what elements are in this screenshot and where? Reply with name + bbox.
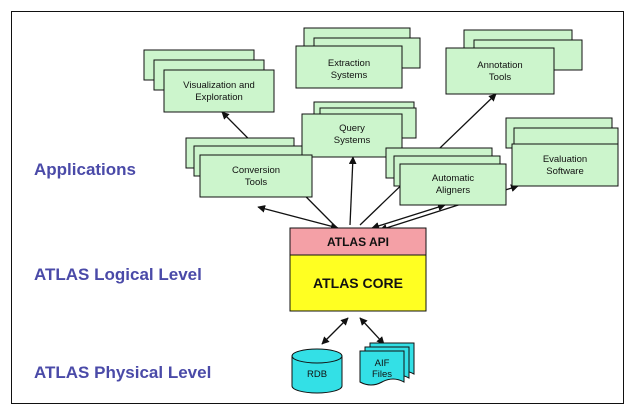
aif-files-front	[359, 350, 405, 386]
app-aligners-line2: Aligners	[436, 185, 471, 196]
app-conversion-line1: Conversion	[232, 165, 280, 176]
rdb-label: RDB	[307, 369, 327, 380]
app-extraction-line2: Systems	[331, 70, 368, 81]
app-conversion-stack	[185, 137, 313, 198]
label-logical-level: ATLAS Logical Level	[34, 265, 202, 284]
app-aligners-stack	[385, 147, 507, 206]
aif-label-line1: AIF	[375, 358, 390, 369]
app-query-stack	[301, 101, 417, 158]
app-conversion-box	[199, 154, 313, 198]
app-annotation-stack	[445, 29, 583, 95]
app-evaluation-box	[511, 143, 619, 187]
app-query-line1: Query	[339, 123, 365, 134]
label-physical-level: ATLAS Physical Level	[34, 363, 211, 382]
app-visualization-box	[163, 69, 275, 113]
app-aligners-line1: Automatic	[432, 173, 474, 184]
atlas-api-box	[289, 227, 427, 256]
arrow-to-query	[348, 156, 357, 226]
app-evaluation-stack	[505, 117, 619, 187]
app-annotation-box	[445, 47, 555, 95]
app-evaluation-line1: Evaluation	[543, 154, 587, 165]
atlas-core-box	[289, 254, 427, 312]
app-visualization-line2: Exploration	[195, 92, 243, 103]
app-extraction-box	[295, 45, 403, 89]
app-annotation-line1: Annotation	[477, 60, 522, 71]
app-query-box	[301, 113, 403, 158]
aif-label-line2: Files	[372, 369, 392, 380]
rdb-cylinder	[291, 348, 343, 394]
app-query-line2: Systems	[334, 135, 371, 146]
app-conversion-line2: Tools	[245, 177, 267, 188]
arrow-to-rdb	[321, 317, 349, 345]
app-visualization-line1: Visualization and	[183, 80, 255, 91]
atlas-api-label: ATLAS API	[327, 235, 389, 249]
app-aligners-box	[399, 163, 507, 206]
aif-files-stack	[359, 342, 415, 386]
app-evaluation-line2: Software	[546, 166, 584, 177]
label-applications: Applications	[34, 160, 136, 179]
arrow-to-aif	[359, 317, 385, 345]
app-annotation-line2: Tools	[489, 72, 511, 83]
arrow-to-aligners	[371, 203, 446, 230]
arrow-to-conversion	[257, 205, 339, 230]
app-visualization-stack	[143, 49, 275, 113]
app-extraction-line1: Extraction	[328, 58, 370, 69]
app-extraction-stack	[295, 27, 421, 89]
atlas-core-label: ATLAS CORE	[313, 275, 403, 291]
